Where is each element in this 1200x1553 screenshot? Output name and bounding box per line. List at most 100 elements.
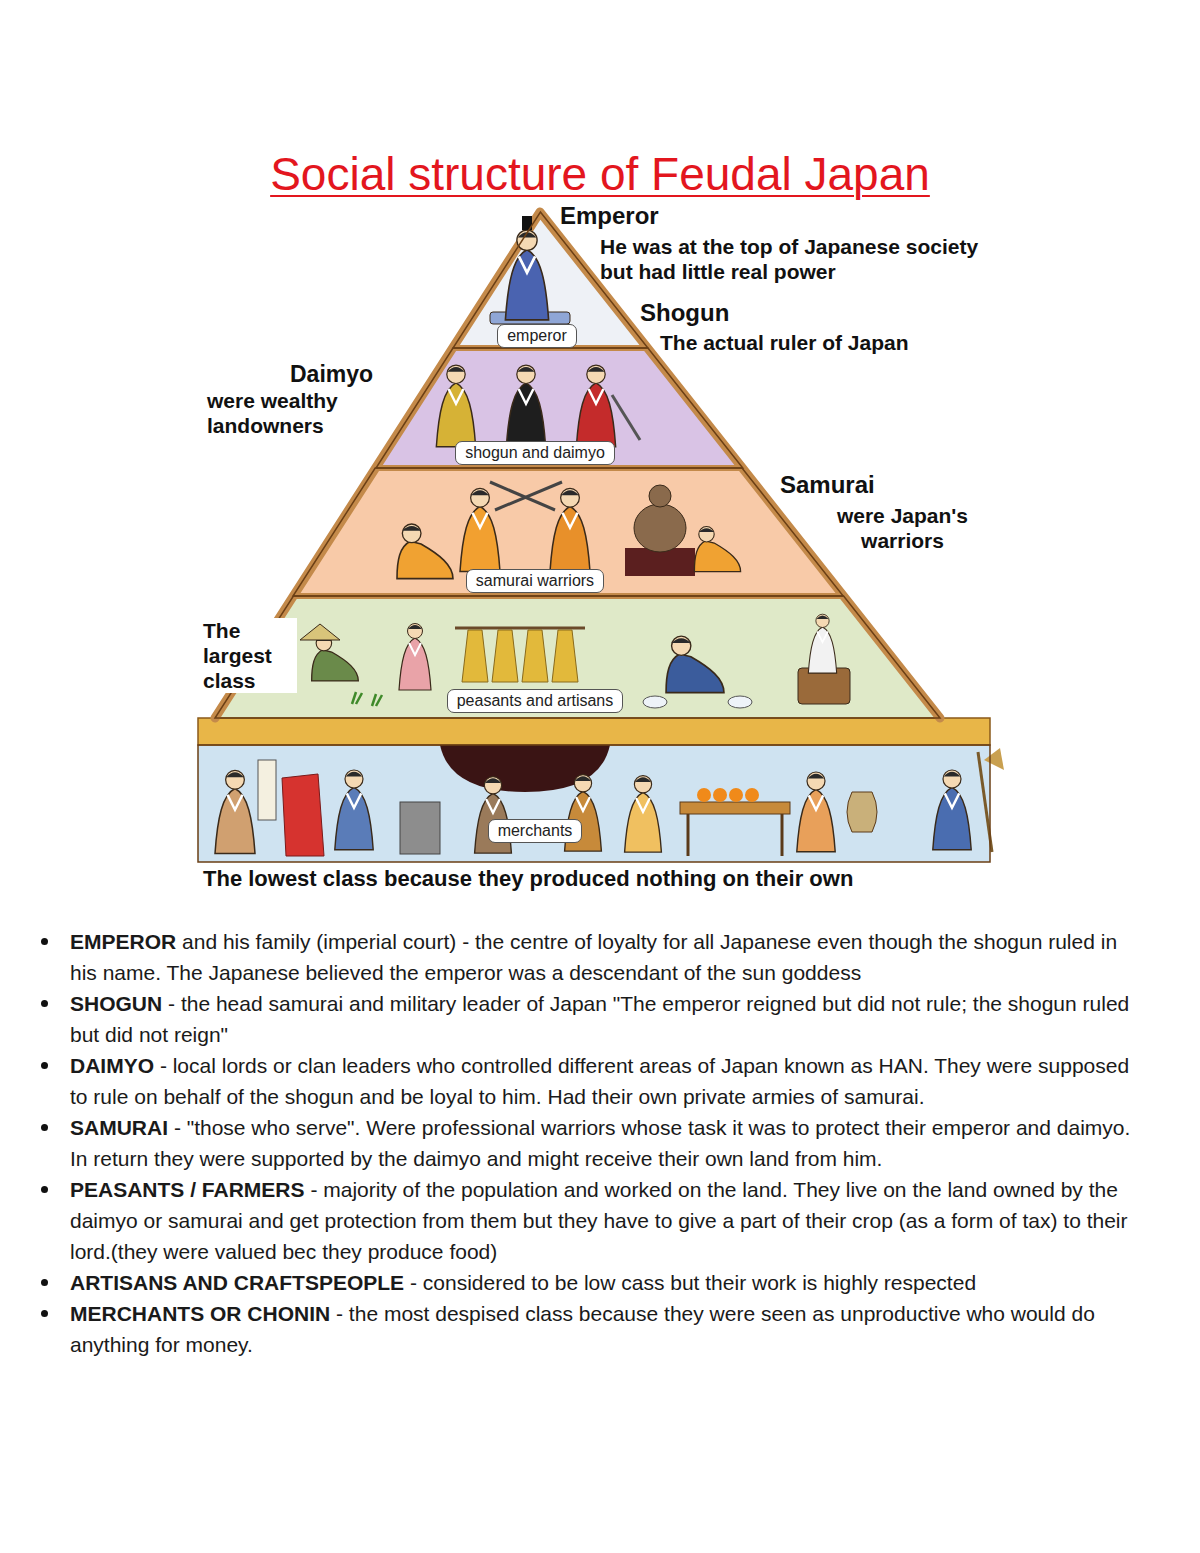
tier-note: were Japan's warriors [810, 503, 995, 553]
bullet-dot [41, 1279, 48, 1286]
artisan-figure [666, 636, 724, 692]
vase [847, 792, 877, 832]
tier-heading: Samurai [780, 471, 875, 499]
band-outline [198, 745, 990, 862]
pyramid-band: The lowest class because they produced n… [198, 745, 990, 862]
merchant-figure [933, 770, 971, 850]
bullet-dot [41, 938, 48, 945]
bullet-term: MERCHANTS OR CHONIN [70, 1302, 330, 1325]
peasant-band-fill [215, 596, 940, 718]
market-table [680, 802, 790, 814]
bullet-text: - the head samurai and military leader o… [70, 992, 1129, 1046]
tier-note: The lowest class because they produced n… [203, 866, 853, 892]
page-title: Social structure of Feudal Japan [0, 146, 1200, 202]
bullet-term: ARTISANS AND CRAFTSPEOPLE [70, 1271, 404, 1294]
bullet-term: PEASANTS / FARMERS [70, 1178, 305, 1201]
rice-sheaf [462, 630, 488, 682]
band-outline-shape [198, 745, 990, 862]
bullet-term: EMPEROR [70, 930, 176, 953]
orange [729, 788, 743, 802]
peasant-figure [312, 635, 359, 681]
scroll [258, 760, 276, 820]
bullet-text: - local lords or clan leaders who contro… [70, 1054, 1129, 1108]
bullet-item: DAIMYO- local lords or clan leaders who … [70, 1050, 1140, 1112]
shogun-figure [506, 365, 545, 447]
rice-plants [352, 692, 382, 706]
sword [495, 482, 562, 510]
sword [612, 395, 640, 440]
merchant-band-fill [198, 745, 990, 862]
bullet-item: EMPERORand his family (imperial court) -… [70, 926, 1140, 988]
pyramid-band: Samuraiwere Japan's warriorssamurai warr… [293, 468, 843, 596]
tier-heading: Shogun [640, 299, 729, 327]
band-outline-shape [293, 468, 843, 596]
samurai-figure [550, 488, 590, 571]
tier-note: were wealthy landowners [207, 388, 397, 438]
drying-pole [455, 627, 585, 630]
pyramid-frame [215, 212, 940, 718]
cloth-roll [282, 774, 324, 856]
rice-sheaf [522, 630, 548, 682]
tier-heading: Daimyo [290, 361, 373, 388]
tier-label-box: samurai warriors [466, 569, 604, 593]
bullet-term: SAMURAI [70, 1116, 168, 1139]
band-outline-shape [376, 348, 743, 468]
band-outline-shape [215, 596, 940, 718]
shogun-band-fill [376, 348, 743, 468]
rice-sheaf [552, 630, 578, 682]
bullet-list: EMPERORand his family (imperial court) -… [70, 926, 1140, 1360]
bullet-dot [41, 1310, 48, 1317]
tier-label: emperor [507, 326, 567, 346]
pyramid-band: The largest classpeasants and artisans [215, 596, 940, 718]
bullet-term: DAIMYO [70, 1054, 154, 1077]
bullet-item: ARTISANS AND CRAFTSPEOPLE - considered to… [70, 1267, 1140, 1298]
bullet-text: - "those who serve". Were professional w… [70, 1116, 1130, 1170]
table-leg [687, 814, 690, 856]
orange [697, 788, 711, 802]
tier-note: The largest class [201, 618, 297, 693]
samurai-figure [397, 524, 453, 579]
tier-label: peasants and artisans [457, 691, 614, 711]
straw-hat [300, 624, 340, 640]
gold-beam [198, 718, 990, 745]
bowl [643, 696, 667, 708]
tier-label: merchants [498, 821, 573, 841]
merchant-figure [215, 770, 255, 853]
emperor-figure [505, 230, 548, 320]
bullet-dot [41, 1124, 48, 1131]
tier-label-box: merchants [488, 819, 583, 843]
broom-head [984, 748, 1004, 770]
samurai-figure [460, 488, 500, 571]
pyramid-band: ShogunThe actual ruler of JapanDaimyower… [376, 348, 743, 468]
bullet-item: MERCHANTS OR CHONIN- the most despised c… [70, 1298, 1140, 1360]
bullet-item: PEASANTS / FARMERS- majority of the popu… [70, 1174, 1140, 1267]
bullet-item: SHOGUN- the head samurai and military le… [70, 988, 1140, 1050]
tier-label-box: peasants and artisans [447, 689, 624, 713]
bullet-term: SHOGUN [70, 992, 162, 1015]
buddha-statue [634, 504, 686, 552]
merchant-figure [625, 776, 662, 852]
sword [490, 482, 555, 510]
artisan-figure [808, 614, 836, 673]
table-leg [781, 814, 784, 856]
orange [745, 788, 759, 802]
merchant-figure [797, 772, 835, 852]
tier-label-box: emperor [497, 324, 577, 348]
tier-label-box: shogun and daimyo [455, 441, 615, 465]
tier-label: samurai warriors [476, 571, 594, 591]
samurai-figure [694, 527, 740, 572]
bullet-dot [41, 1062, 48, 1069]
bullet-text: - considered to be low cass but their wo… [410, 1271, 976, 1294]
orange [713, 788, 727, 802]
bullet-dot [41, 1186, 48, 1193]
tier-label: shogun and daimyo [465, 443, 605, 463]
pyramid-band: EmperorHe was at the top of Japanese soc… [453, 212, 648, 348]
tier-heading: Emperor [560, 202, 659, 230]
rice-sheaf [492, 630, 518, 682]
buddha-head [649, 485, 671, 507]
bowl [728, 696, 752, 708]
tier-note: He was at the top of Japanese society bu… [600, 234, 1015, 284]
daimyo-figure [436, 365, 475, 447]
bullet-item: SAMURAI- "those who serve". Were profess… [70, 1112, 1140, 1174]
